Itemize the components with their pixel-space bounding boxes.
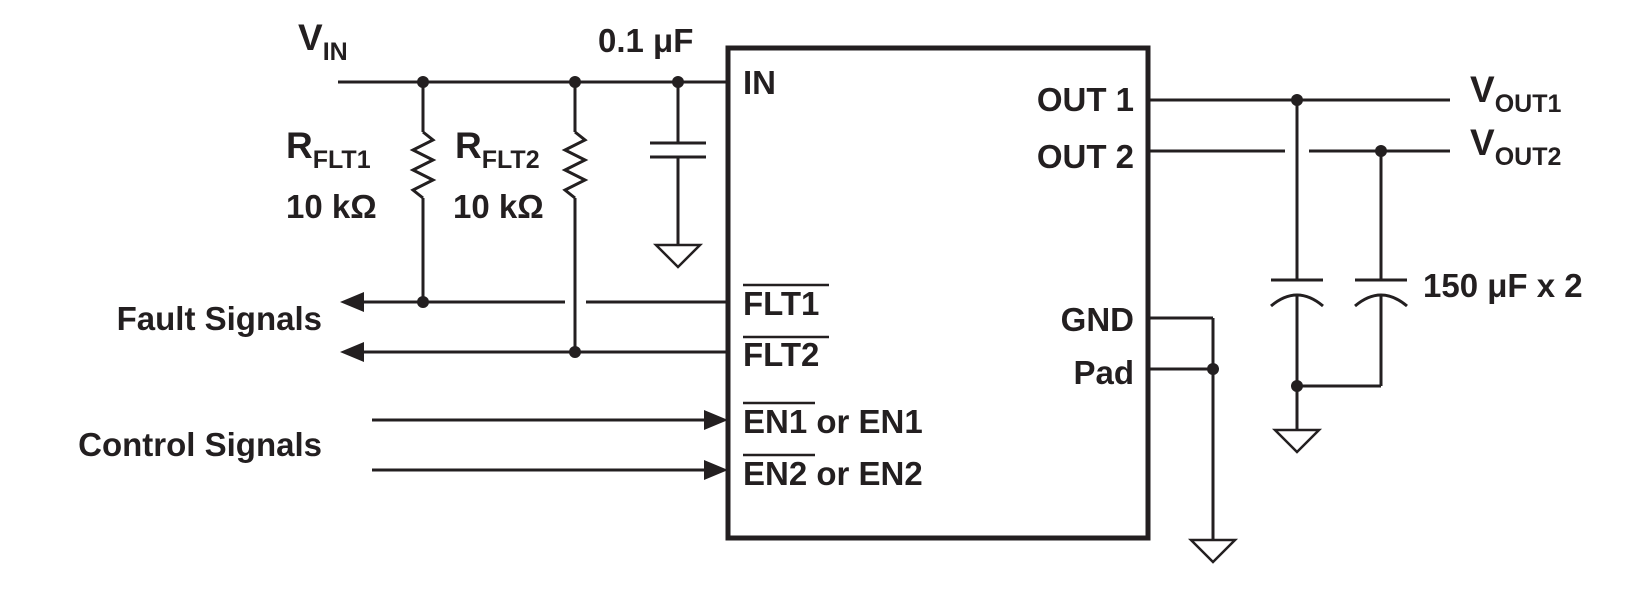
capacitor-output-2 bbox=[1297, 151, 1408, 388]
arrow-left-flt1 bbox=[340, 292, 364, 312]
junction-cap-out-bottom bbox=[1291, 380, 1303, 392]
pin-flt2-label: FLT2 bbox=[743, 336, 819, 373]
rflt1-value: 10 kΩ bbox=[286, 188, 377, 225]
pin-pad-label: Pad bbox=[1073, 354, 1134, 391]
resistor-rflt2 bbox=[561, 82, 589, 352]
ground-icon-gnd-pad bbox=[1187, 538, 1239, 564]
ground-icon-input-cap bbox=[652, 243, 704, 269]
rflt2-label: RFLT2 bbox=[455, 125, 540, 174]
fault-signals-label: Fault Signals bbox=[117, 300, 322, 337]
pin-en2-label: EN2 or EN2 bbox=[743, 455, 923, 492]
ic-body bbox=[725, 45, 1151, 541]
arrow-right-en2 bbox=[704, 460, 728, 480]
cap-out-value: 150 μF x 2 bbox=[1423, 267, 1583, 304]
pin-in-label: IN bbox=[743, 64, 776, 101]
cap-in-value: 0.1 μF bbox=[598, 22, 693, 59]
rflt2-value: 10 kΩ bbox=[453, 188, 544, 225]
capacitor-input bbox=[650, 82, 706, 245]
vout1-label: VOUT1 bbox=[1470, 69, 1561, 118]
arrow-left-flt2 bbox=[340, 342, 364, 362]
pin-en1-label: EN1 or EN1 bbox=[743, 403, 923, 440]
capacitor-output-1 bbox=[1270, 100, 1324, 430]
pin-out1-label: OUT 1 bbox=[1037, 81, 1134, 118]
rflt1-label: RFLT1 bbox=[286, 125, 371, 174]
pin-gnd-label: GND bbox=[1061, 301, 1134, 338]
control-signals-label: Control Signals bbox=[78, 426, 322, 463]
pin-flt1-label: FLT1 bbox=[743, 285, 819, 322]
vin-label: VIN bbox=[298, 17, 348, 66]
vout2-label: VOUT2 bbox=[1470, 122, 1561, 171]
junction-pad bbox=[1207, 363, 1219, 375]
pin-out2-label: OUT 2 bbox=[1037, 138, 1134, 175]
ground-icon-output-caps bbox=[1271, 428, 1323, 454]
arrow-right-en1 bbox=[704, 410, 728, 430]
gnd-pad-wiring bbox=[1148, 316, 1215, 540]
resistor-rflt1 bbox=[409, 82, 437, 302]
